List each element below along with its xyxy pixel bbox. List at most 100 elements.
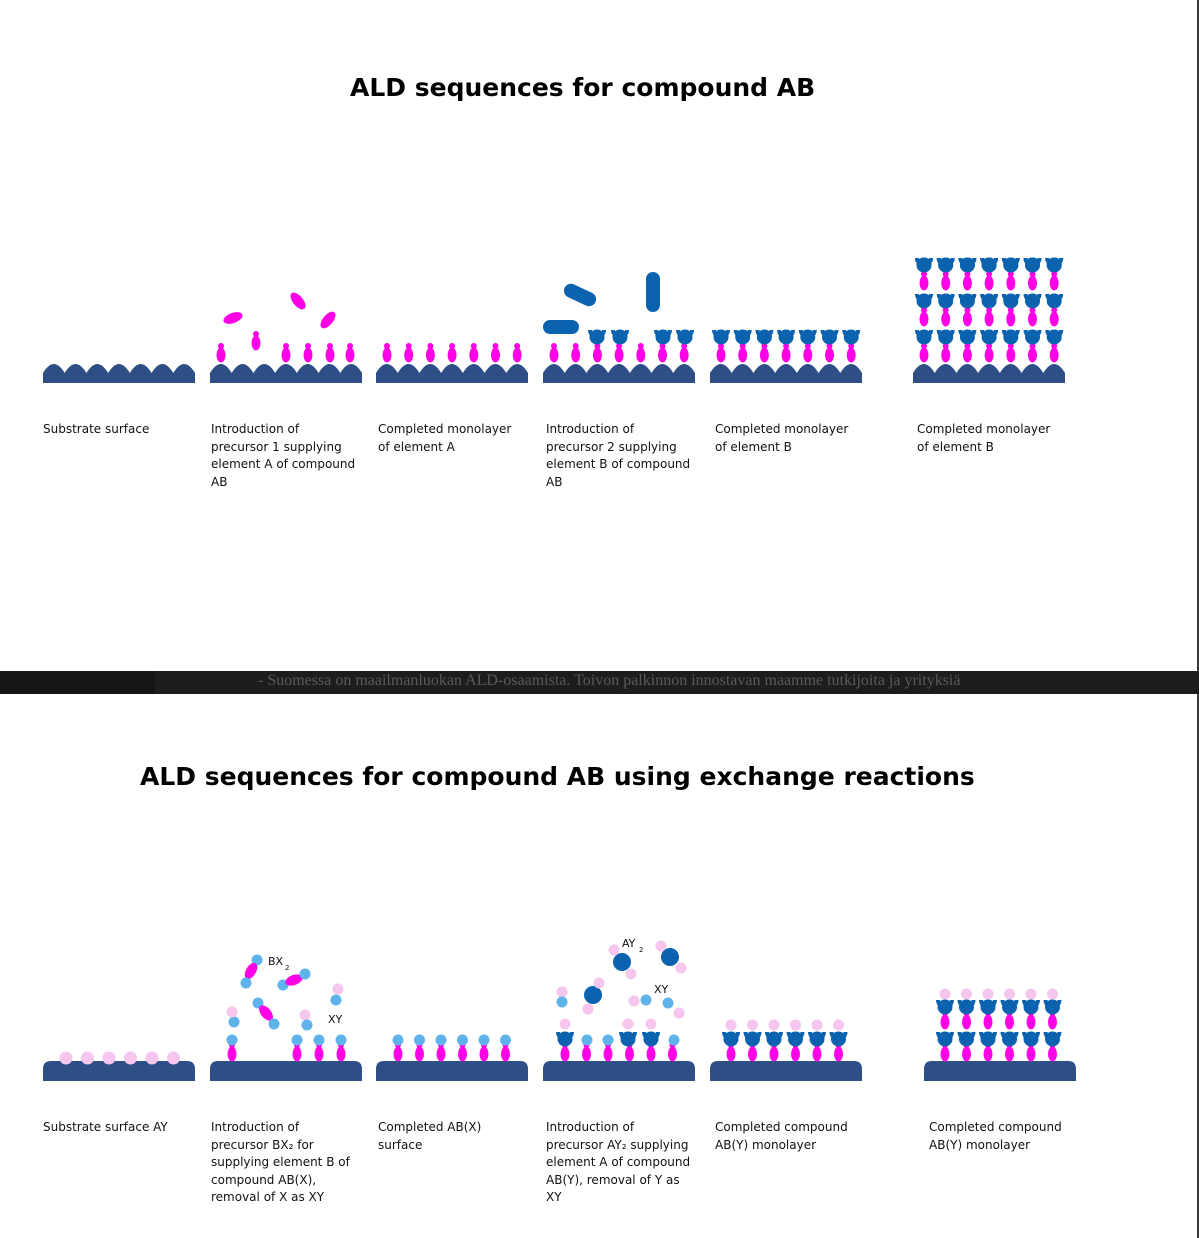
p2-s4-mol-a-5 (668, 1046, 677, 1062)
p1-s5-mol-b-1-body (735, 329, 751, 345)
p1-s6-mol-b-0-2-body (959, 329, 975, 345)
p1-s4-mol-a-5-top (659, 343, 666, 349)
p1-s6-top-b-0-body (916, 257, 932, 273)
p2-s2-bx-x1 (251, 954, 263, 966)
p2-s6-mol-a-1-2 (983, 1014, 993, 1030)
panel1-caption-3: Completed monolayer of element A (378, 422, 512, 454)
p1-s5-mol-b-2-body (756, 329, 772, 345)
p2-s5-mol-a-4 (812, 1046, 822, 1062)
p2-s4-ay-b1 (584, 986, 602, 1004)
p2-s5-mol-b-2-body (766, 1031, 782, 1047)
p1-s6-mol-a-2-3-top (986, 271, 993, 277)
p1-s5-mol-b-4-body (800, 329, 816, 345)
p2-s2-mol-a-1 (292, 1046, 302, 1062)
p1-s3-mol-a-0 (382, 347, 392, 363)
p1-s6-mol-a-0-5 (1028, 347, 1037, 363)
diagram-shapes (43, 257, 1076, 1081)
p2-s5-mol-a-2 (769, 1046, 779, 1062)
p1-s4-mol-b-1-body (612, 329, 628, 345)
p1-s5-mol-a-3 (781, 347, 791, 363)
p1-s2-mol-a-2-top (305, 343, 311, 349)
p1-s6-mol-b-0-3-body (981, 329, 997, 345)
p1-s6-mol-a-2-5-top (1029, 271, 1036, 277)
p1-s6-mol-a-1-5-top (1029, 307, 1036, 313)
p1-s4-mol-a-3 (614, 347, 624, 363)
p2-s6-mol-a-0-1 (962, 1046, 971, 1062)
p1-s6-mol-b-1-1-body (938, 293, 954, 309)
p1-s6-mol-a-0-5-top (1029, 343, 1036, 349)
p2-s4-x-1 (602, 1034, 614, 1046)
p2-s4-mol-a-0 (560, 1046, 570, 1062)
p2-s6-mol-b-0-2-body (980, 1031, 996, 1047)
p1-substrate-6 (913, 364, 1065, 383)
panel2-title: ALD sequences for compound AB using exch… (140, 762, 975, 791)
p2-s6-mol-b-0-0-body (937, 1031, 953, 1047)
p2-s6-y-1 (961, 988, 972, 1000)
p2-s2-y-free-1 (226, 1006, 238, 1018)
p1-substrate-5 (710, 364, 862, 383)
p1-s6-mol-b-1-6-body (1046, 293, 1062, 309)
p2-s4-x-2 (668, 1034, 680, 1046)
label-xy-2: XY (654, 983, 669, 996)
p2-s6-y-2 (982, 988, 994, 1000)
p1-s6-mol-a-2-2-top (964, 271, 971, 277)
p2-s2-mol-a-0 (227, 1046, 237, 1062)
p2-s4-ay-y2 (582, 1003, 594, 1015)
p1-s3-mol-a-1 (404, 347, 414, 363)
p2-s5-mol-a-0 (726, 1046, 736, 1062)
p1-s6-mol-a-2-6 (1049, 275, 1059, 291)
p1-s6-mol-a-1-1 (941, 311, 951, 327)
p2-s3-x-3 (457, 1034, 468, 1046)
p1-s6-mol-b-1-5-body (1025, 293, 1040, 309)
p2-s4-mol-a-2 (603, 1046, 613, 1062)
banner-left-block (0, 671, 155, 694)
p1-s6-top-b-3-body (981, 257, 997, 273)
p2-substrate-5 (710, 1061, 862, 1081)
window-edge (1197, 0, 1199, 1238)
p1-s5-mol-b-5-body (822, 329, 837, 345)
p2-s1-ligand-y-1 (81, 1051, 94, 1065)
p2-s6-mol-b-1-0-body (937, 999, 953, 1015)
p1-s6-top-b-1-body (938, 257, 954, 273)
p1-s5-mol-a-5 (825, 347, 834, 363)
p2-s6-mol-a-1-1 (962, 1014, 971, 1030)
p1-s5-mol-a-4 (803, 347, 813, 363)
p1-s6-mol-a-2-6-top (1051, 271, 1058, 277)
p1-s5-mol-b-3-body (778, 329, 794, 345)
p2-s6-mol-b-0-5-body (1045, 1031, 1060, 1047)
p2-s5-mol-b-5-body (831, 1031, 846, 1047)
p2-s4-y-2 (645, 1018, 657, 1030)
p2-s2-xy2-y (299, 1009, 311, 1021)
p1-s6-mol-a-0-2-top (964, 343, 971, 349)
p1-s2-mol-a-3-top (327, 343, 333, 349)
p2-s4-xy2-x (662, 997, 674, 1009)
banner-text: - Suomessa on maailmanluokan ALD-osaamis… (258, 672, 961, 689)
p2-s2-x-1 (291, 1034, 303, 1046)
p2-s4-free-x1 (556, 996, 568, 1008)
p1-s2-mol-a-3 (325, 347, 335, 363)
p1-s2-mol-a-2 (303, 347, 313, 363)
p2-s4-mol-a-4 (646, 1046, 656, 1062)
p1-s4-precursor-b (563, 283, 597, 307)
p1-s4-mol-a-6-top (681, 343, 688, 349)
p2-substrate-4 (543, 1061, 695, 1081)
p2-s6-y-0 (939, 988, 951, 1000)
p1-s6-mol-a-0-4-top (1007, 343, 1014, 349)
p2-s6-mol-a-0-3 (1005, 1046, 1014, 1062)
p2-s2-bx2-a (285, 974, 303, 986)
p2-s5-y-5 (833, 1019, 844, 1031)
p1-s6-mol-a-2-4-top (1007, 271, 1014, 277)
p1-s6-mol-a-2-5 (1028, 275, 1037, 291)
p1-s6-mol-a-1-0 (919, 311, 929, 327)
p2-s6-mol-a-0-0 (940, 1046, 950, 1062)
p1-s4-mol-a-2 (592, 347, 602, 363)
panel2-caption-6: Completed compound AB(Y) monolayer (929, 1120, 1062, 1152)
p2-s6-mol-a-1-5 (1048, 1014, 1057, 1030)
p2-s4-free-y1 (556, 986, 568, 998)
p1-s6-mol-a-1-2 (962, 311, 972, 327)
p2-s6-mol-b-1-1-body (959, 999, 974, 1015)
p2-s5-y-4 (811, 1019, 823, 1031)
p2-s5-y-0 (725, 1019, 737, 1031)
p2-s6-mol-b-1-3-body (1002, 999, 1017, 1015)
